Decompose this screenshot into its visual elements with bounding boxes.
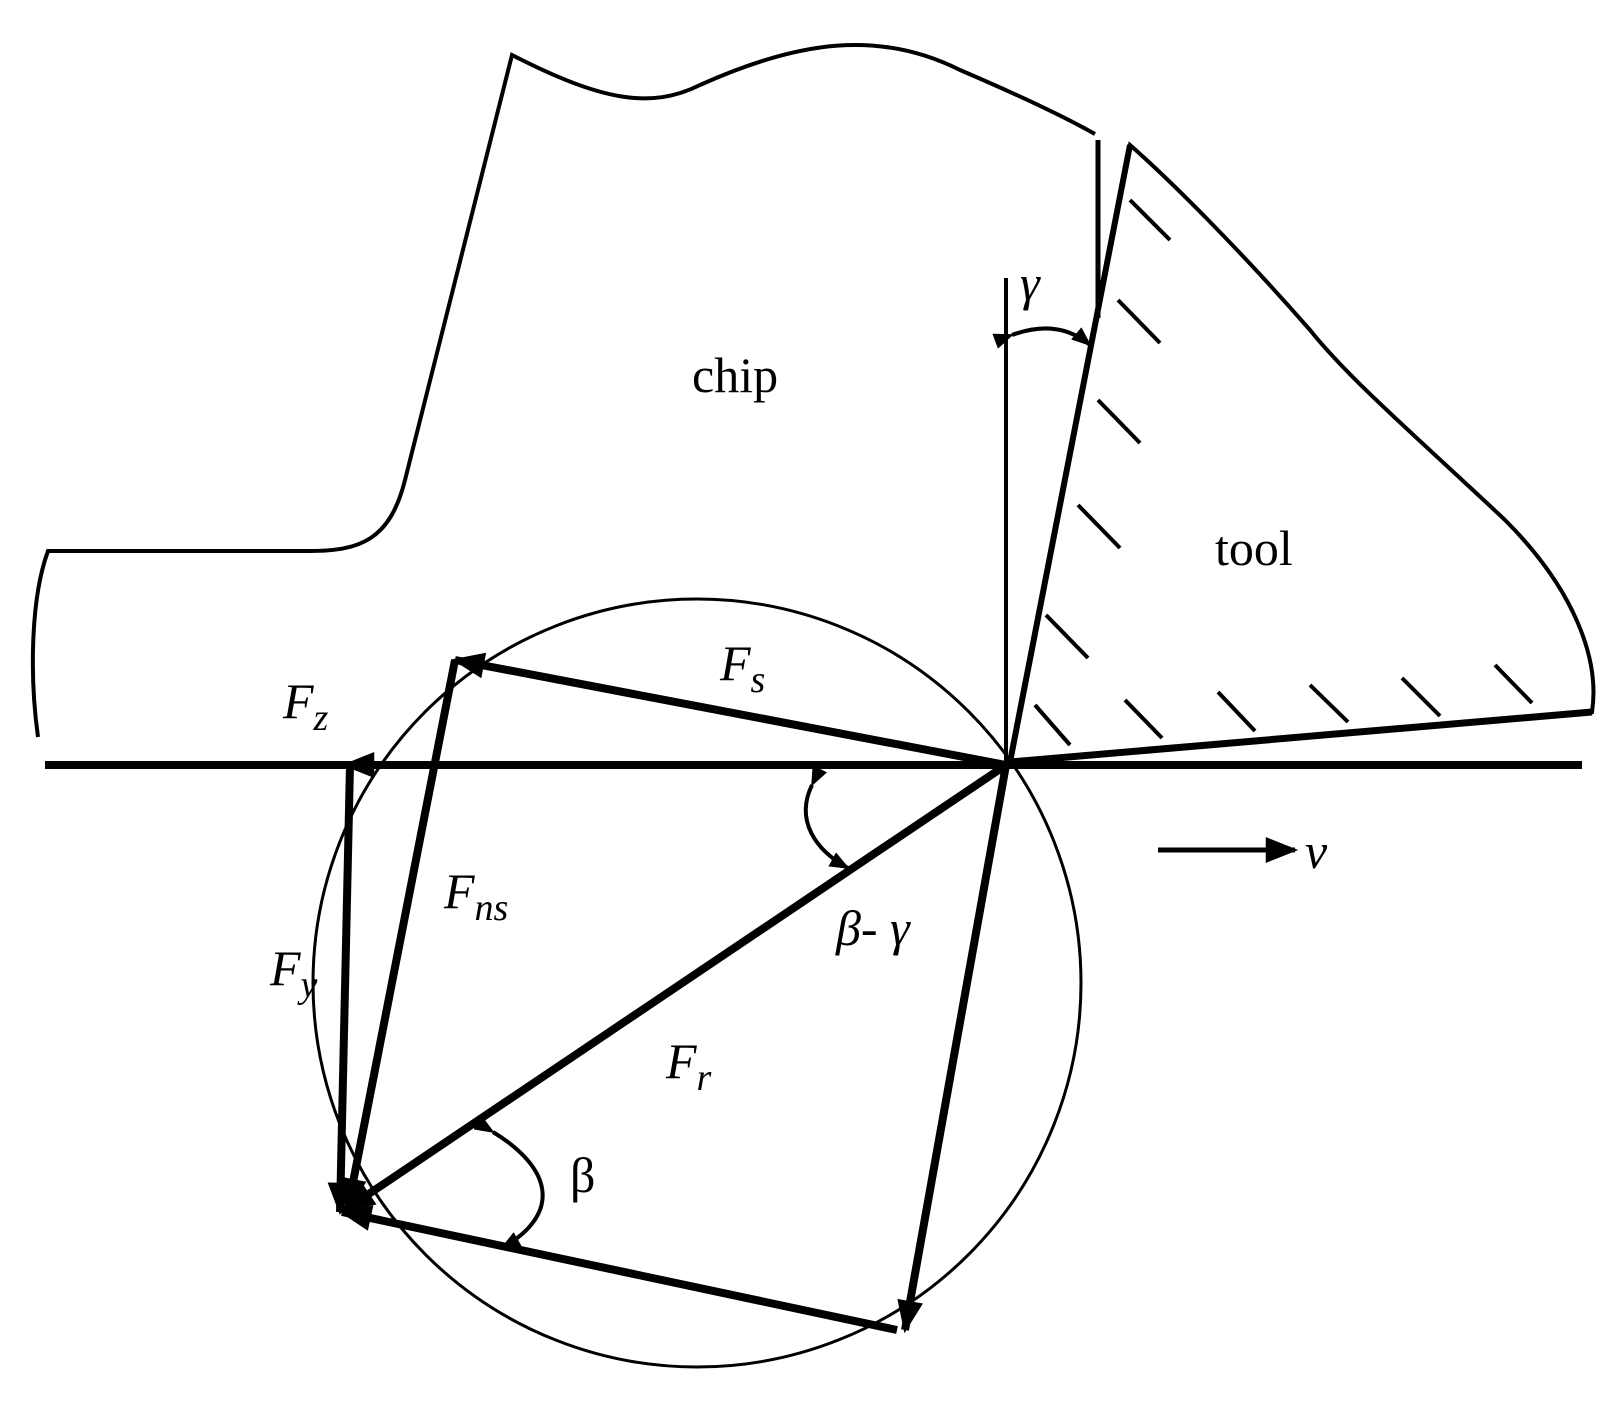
gamma-angle-arc: [992, 326, 1092, 349]
force-fr-arrow: [342, 761, 1009, 1214]
chip-label: chip: [692, 347, 778, 403]
tool-outline: [1007, 141, 1596, 765]
beta-minus-gamma-angle-arc: [803, 765, 850, 870]
force-fs-arrow: [451, 652, 1007, 769]
chip-outline: [30, 42, 1096, 738]
beta-angle-arc: [473, 1115, 545, 1250]
fr-label: Fr: [665, 1033, 712, 1099]
fy-label: Fy: [269, 940, 318, 1006]
fns-label: Fns: [443, 863, 508, 929]
gamma-label: γ: [1020, 255, 1041, 311]
force-tool-friction-arrow: [338, 1205, 898, 1334]
force-fns-arrow: [340, 659, 459, 1212]
beta-minus-gamma-label: β- γ: [835, 900, 911, 956]
force-tool-normal-arrow: [897, 764, 1010, 1334]
tool-label: tool: [1215, 520, 1293, 576]
tool-hatching: [1033, 198, 1534, 747]
fs-label: Fs: [719, 635, 765, 701]
beta-label: β: [570, 1147, 595, 1203]
force-fy-arrow: [327, 764, 354, 1216]
velocity-label: v: [1305, 823, 1328, 879]
force-circle: [311, 597, 1083, 1369]
fz-label: Fz: [282, 673, 329, 739]
tool-flank-face: [1009, 708, 1593, 766]
tool-rake-face: [1007, 144, 1133, 763]
